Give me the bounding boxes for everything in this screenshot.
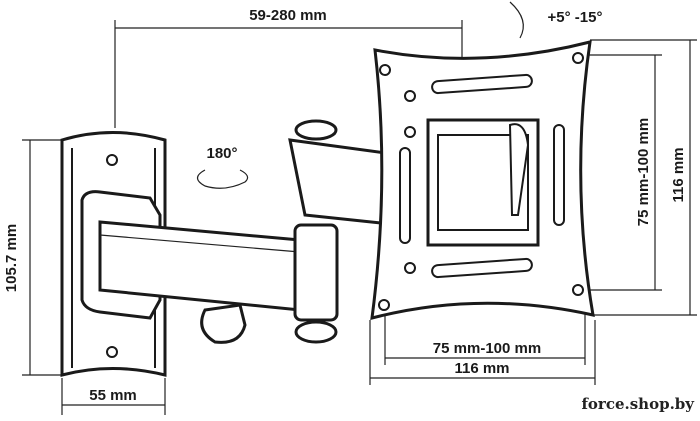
dimension-lines: [22, 20, 697, 415]
lower-arm: [98, 220, 339, 344]
vesa-horizontal-label: 75 mm-100 mm: [433, 340, 541, 357]
swivel-arrow-icon: [196, 169, 249, 189]
watermark: force.shop.by: [581, 395, 695, 413]
plate-height-label: 116 mm: [670, 147, 687, 202]
vesa-vertical-label: 75 mm-100 mm: [635, 118, 652, 226]
vesa-plate: [370, 39, 595, 321]
swivel-label: 180°: [206, 145, 237, 162]
wall-plate-height-label: 105.7 mm: [3, 224, 20, 292]
plate-width-label: 116 mm: [454, 360, 509, 377]
upper-arm: [288, 119, 402, 227]
wall-plate-width-label: 55 mm: [89, 387, 137, 404]
arm-extension-label: 59-280 mm: [249, 7, 327, 24]
tilt-label: +5° -15°: [548, 9, 603, 26]
tilt-arrow-icon: [509, 1, 524, 39]
